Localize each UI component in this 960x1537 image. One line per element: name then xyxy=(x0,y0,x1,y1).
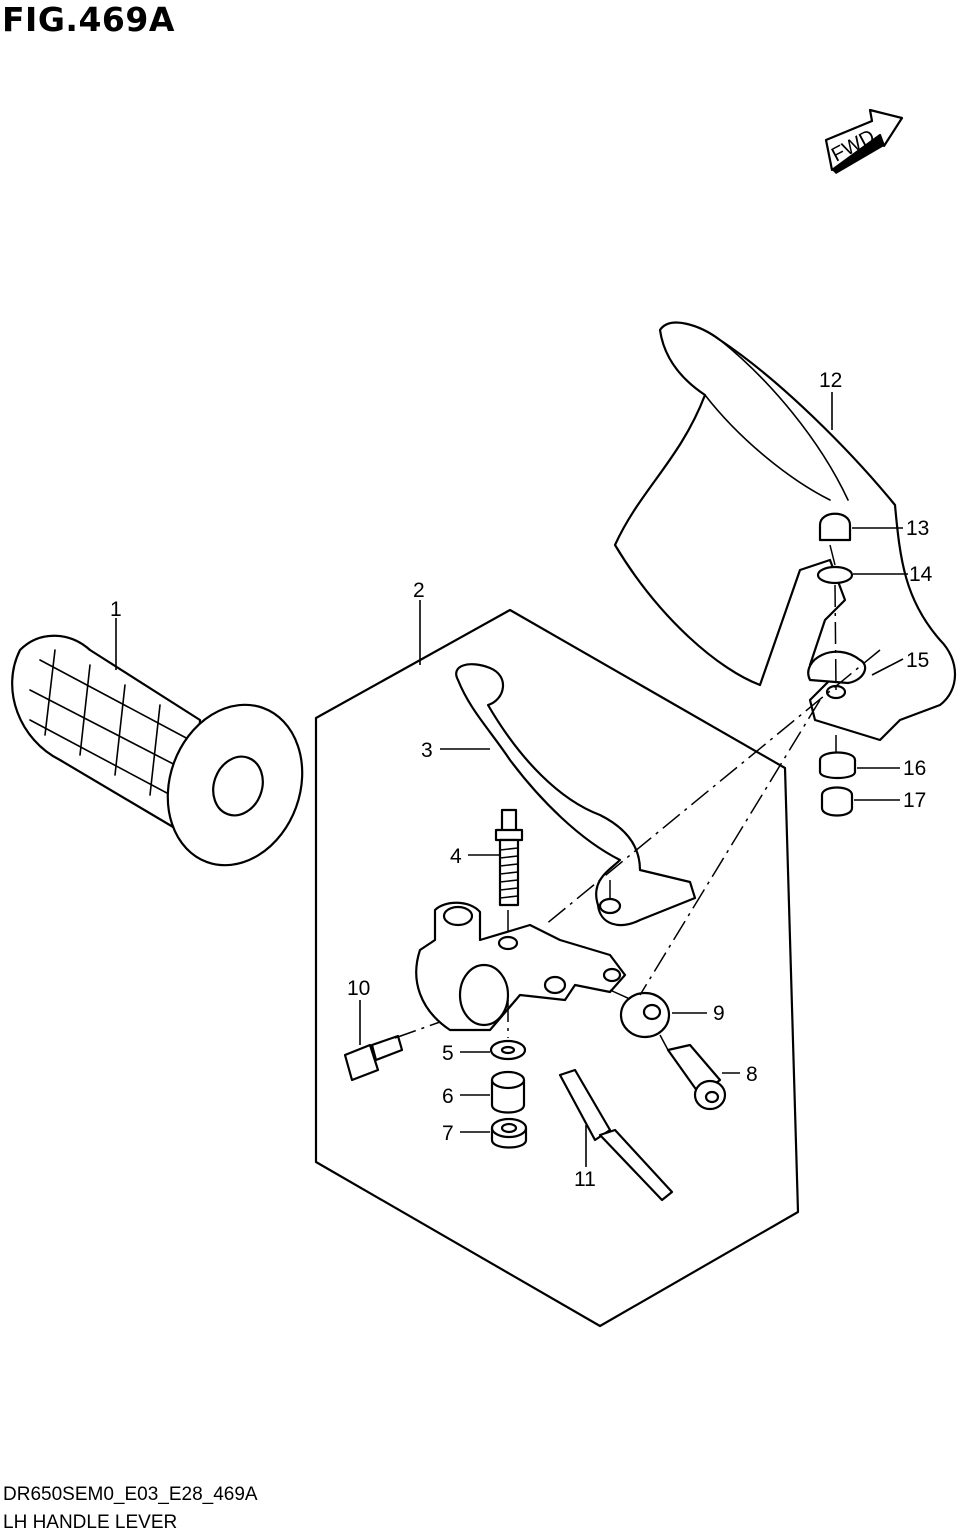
callout-17: 17 xyxy=(903,789,926,812)
figure-title: FIG.469A xyxy=(2,0,175,39)
figure-code: DR650SEM0_E03_E28_469A xyxy=(3,1484,258,1505)
callout-3: 3 xyxy=(421,739,433,762)
callout-2: 2 xyxy=(413,579,425,602)
nut-part xyxy=(490,1117,528,1149)
callout-9: 9 xyxy=(713,1002,725,1025)
callout-14: 14 xyxy=(909,563,933,586)
pivot-bolt-part xyxy=(494,808,524,907)
spacer-part xyxy=(818,751,857,780)
callout-8: 8 xyxy=(746,1063,758,1086)
cap-part xyxy=(818,512,852,542)
washer-upper-part xyxy=(816,565,854,585)
callout-6: 6 xyxy=(442,1085,454,1108)
figure-name: LH HANDLE LEVER xyxy=(3,1512,178,1533)
bracket-bolt-part xyxy=(343,1034,404,1082)
callout-11: 11 xyxy=(574,1168,596,1191)
lever-assembly-outline xyxy=(314,608,800,1328)
callout-12: 12 xyxy=(819,369,842,392)
adjuster-nut-part xyxy=(619,991,671,1039)
hand-guard-part xyxy=(613,321,957,742)
callout-16: 16 xyxy=(903,757,926,780)
nut-lower-part xyxy=(820,786,854,817)
fwd-arrow-icon: FWD xyxy=(824,108,904,174)
callout-4: 4 xyxy=(450,845,462,868)
callout-5: 5 xyxy=(442,1042,454,1065)
grip-part xyxy=(11,634,304,867)
clutch-lever-part xyxy=(455,663,697,927)
callout-10: 10 xyxy=(347,977,370,1000)
callout-7: 7 xyxy=(442,1122,454,1145)
collar-part xyxy=(490,1070,526,1114)
switch-cable-part xyxy=(558,1068,674,1202)
adjuster-bolt-part xyxy=(666,1043,727,1111)
callout-1: 1 xyxy=(110,598,122,621)
callout-leaders xyxy=(115,392,908,1167)
callout-13: 13 xyxy=(906,517,929,540)
callout-15: 15 xyxy=(906,649,929,672)
lever-bracket-part xyxy=(415,901,627,1032)
